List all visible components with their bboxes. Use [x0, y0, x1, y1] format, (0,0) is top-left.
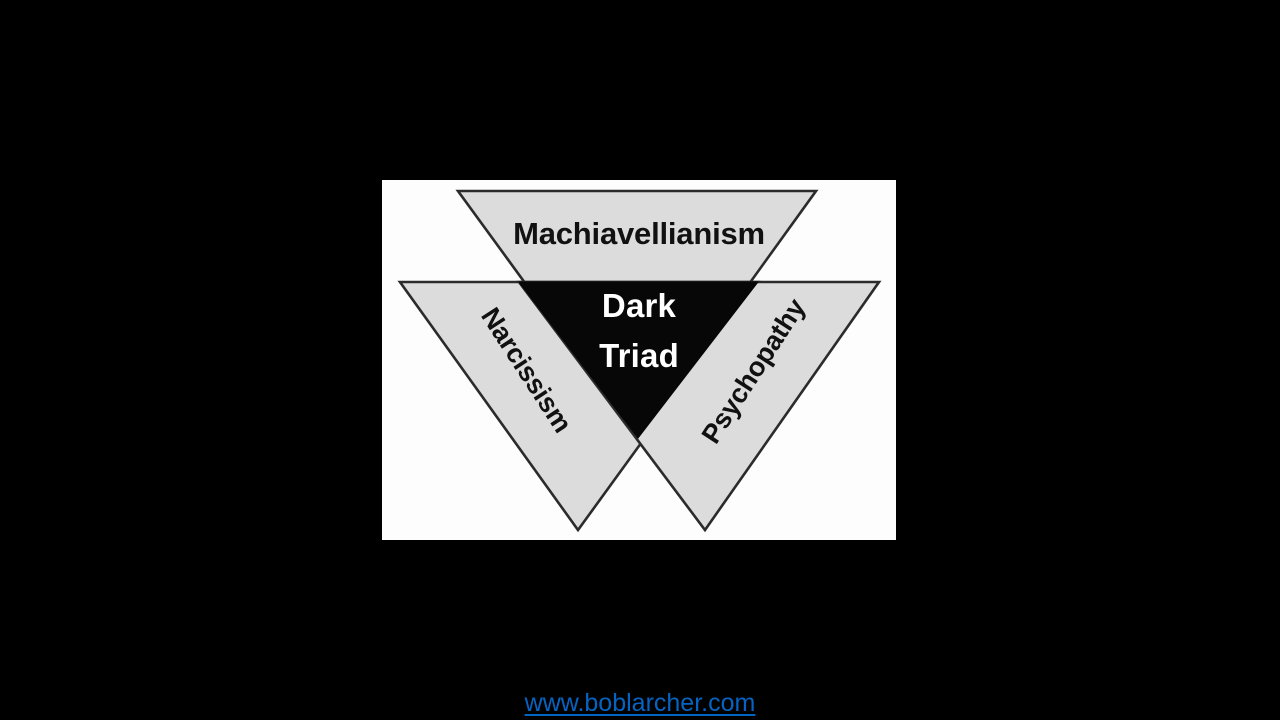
dark-triad-diagram: Machiavellianism Narcissism Psychopathy …	[382, 180, 896, 540]
website-link[interactable]: www.boblarcher.com	[524, 689, 756, 717]
footer: www.boblarcher.com	[0, 688, 1280, 718]
label-machiavellianism: Machiavellianism	[513, 216, 765, 251]
label-dark-triad-line2: Triad	[599, 337, 679, 374]
triangle-dark-triad-center	[517, 281, 760, 439]
label-dark-triad-line1: Dark	[602, 287, 677, 324]
dark-triad-svg: Machiavellianism Narcissism Psychopathy …	[397, 189, 882, 533]
